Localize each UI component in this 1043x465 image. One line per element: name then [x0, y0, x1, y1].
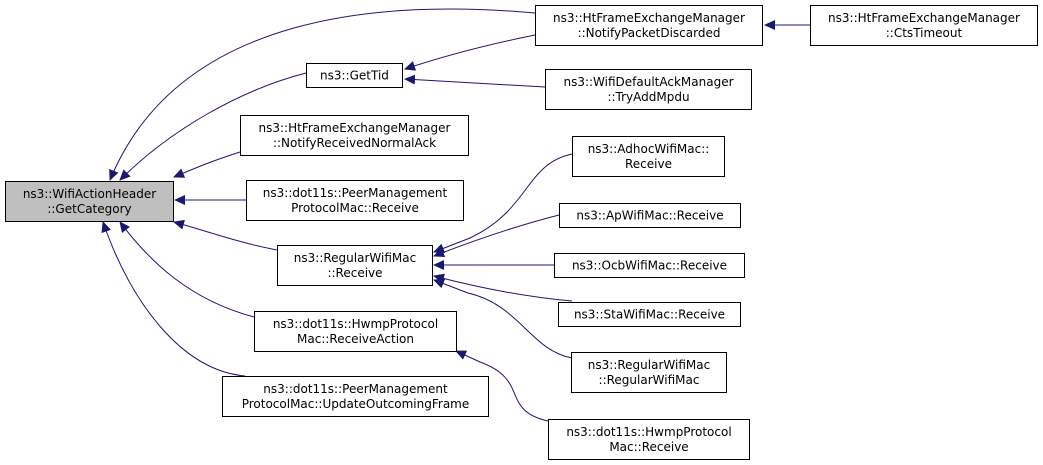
node-label-line: ns3::dot11s::HwmpProtocol: [273, 317, 438, 331]
node-adhoc-receive[interactable]: ns3::AdhocWifiMac::Receive: [572, 136, 725, 177]
node-ocb-receive[interactable]: ns3::OcbWifiMac::Receive: [554, 253, 745, 278]
edge-adhoc-receive-to-regular-wifimac-receive: [433, 153, 573, 254]
node-label-line: ns3::dot11s::PeerManagement: [263, 186, 448, 200]
node-label-line: ns3::RegularWifiMac: [294, 251, 416, 265]
node-label-line: ::CtsTimeout: [886, 26, 963, 40]
node-label-line: ns3::OcbWifiMac::Receive: [572, 259, 727, 273]
node-root[interactable]: ns3::WifiActionHeader::GetCategory: [5, 181, 174, 222]
node-box: [246, 180, 464, 221]
edge-regular-wifimac-receive-to-root: [173, 219, 278, 251]
node-label-line: ::RegularWifiMac: [599, 373, 700, 387]
node-label-line: ProtocolMac::Receive: [291, 201, 419, 215]
node-regular-ctor[interactable]: ns3::RegularWifiMac::RegularWifiMac: [571, 352, 727, 393]
node-label-line: ::Receive: [327, 266, 382, 280]
edge-htfem-notify-normalack-to-root: [173, 151, 241, 178]
edge-sta-receive-to-regular-wifimac-receive: [433, 273, 573, 302]
node-hwmp-receive-action[interactable]: ns3::dot11s::HwmpProtocolMac::ReceiveAct…: [254, 311, 457, 352]
node-label-line: ns3::ApWifiMac::Receive: [576, 209, 723, 223]
node-label-line: ns3::dot11s::HwmpProtocol: [566, 425, 731, 439]
node-regular-wifimac-receive[interactable]: ns3::RegularWifiMac::Receive: [277, 245, 433, 286]
node-label-line: ns3::WifiDefaultAckManager: [563, 75, 733, 89]
node-box: [277, 245, 433, 286]
node-box: [240, 115, 469, 156]
edge-htfem-notify-discarded-to-get-tid: [404, 34, 536, 71]
nodes-layer: ns3::WifiActionHeader::GetCategory ns3::H…: [5, 5, 1038, 460]
node-box: [559, 203, 741, 228]
node-label-line: ns3::RegularWifiMac: [588, 358, 710, 372]
edges-layer: [101, 8, 810, 422]
edge-peer-mgmt-update-to-root: [101, 221, 246, 377]
node-label-line: Mac::Receive: [609, 440, 688, 454]
node-label-line: ns3::StaWifiMac::Receive: [574, 308, 725, 322]
node-label-line: ns3::HtFrameExchangeManager: [259, 121, 451, 135]
edge-ap-receive-to-regular-wifimac-receive: [433, 214, 560, 258]
node-ap-receive[interactable]: ns3::ApWifiMac::Receive: [559, 203, 741, 228]
node-label-line: ProtocolMac::UpdateOutcomingFrame: [242, 397, 470, 411]
node-box: [810, 5, 1038, 46]
edge-htfem-notify-discarded-to-root: [109, 8, 536, 181]
node-sta-receive[interactable]: ns3::StaWifiMac::Receive: [558, 302, 741, 327]
node-label-line: ::NotifyReceivedNormalAck: [273, 136, 436, 150]
node-htfem-notify-discarded[interactable]: ns3::HtFrameExchangeManager::NotifyPacke…: [535, 5, 763, 46]
node-label-line: ns3::AdhocWifiMac::: [588, 142, 710, 156]
edge-regular-ctor-to-regular-wifimac-receive: [433, 278, 573, 359]
node-label-line: ::NotifyPacketDiscarded: [578, 26, 721, 40]
node-box: [571, 352, 727, 393]
node-label-line: ns3::GetTid: [320, 69, 389, 83]
node-htfem-cts-timeout[interactable]: ns3::HtFrameExchangeManager::CtsTimeout: [810, 5, 1038, 46]
node-label-line: ::GetCategory: [47, 202, 131, 216]
node-label-line: Receive: [625, 157, 672, 171]
node-box: [5, 181, 174, 222]
node-htfem-notify-normalack[interactable]: ns3::HtFrameExchangeManager::NotifyRecei…: [240, 115, 469, 156]
node-label-line: ns3::HtFrameExchangeManager: [828, 11, 1020, 25]
edge-hwmp-receive-to-hwmp-receive-action: [455, 350, 549, 422]
node-label-line: Mac::ReceiveAction: [297, 332, 414, 346]
node-label-line: ::TryAddMpdu: [607, 90, 689, 104]
edge-wifi-default-ack-trymp-to-get-tid: [404, 74, 546, 88]
node-label-line: ns3::dot11s::PeerManagement: [263, 382, 448, 396]
node-box: [545, 69, 752, 110]
node-box: [306, 63, 403, 88]
node-box: [548, 419, 750, 460]
node-box: [222, 376, 489, 417]
node-box: [558, 302, 741, 327]
node-box: [254, 311, 457, 352]
node-box: [554, 253, 745, 278]
node-box: [535, 5, 763, 46]
node-peer-mgmt-update[interactable]: ns3::dot11s::PeerManagementProtocolMac::…: [222, 376, 489, 417]
node-label-line: ns3::HtFrameExchangeManager: [553, 11, 745, 25]
node-box: [572, 136, 725, 177]
edge-hwmp-receive-action-to-root: [119, 221, 255, 318]
node-get-tid[interactable]: ns3::GetTid: [306, 63, 403, 88]
node-wifi-default-ack-trymp[interactable]: ns3::WifiDefaultAckManager::TryAddMpdu: [545, 69, 752, 110]
node-peer-mgmt-receive[interactable]: ns3::dot11s::PeerManagementProtocolMac::…: [246, 180, 464, 221]
node-label-line: ns3::WifiActionHeader: [23, 187, 156, 201]
edge-get-tid-to-root: [119, 72, 307, 181]
